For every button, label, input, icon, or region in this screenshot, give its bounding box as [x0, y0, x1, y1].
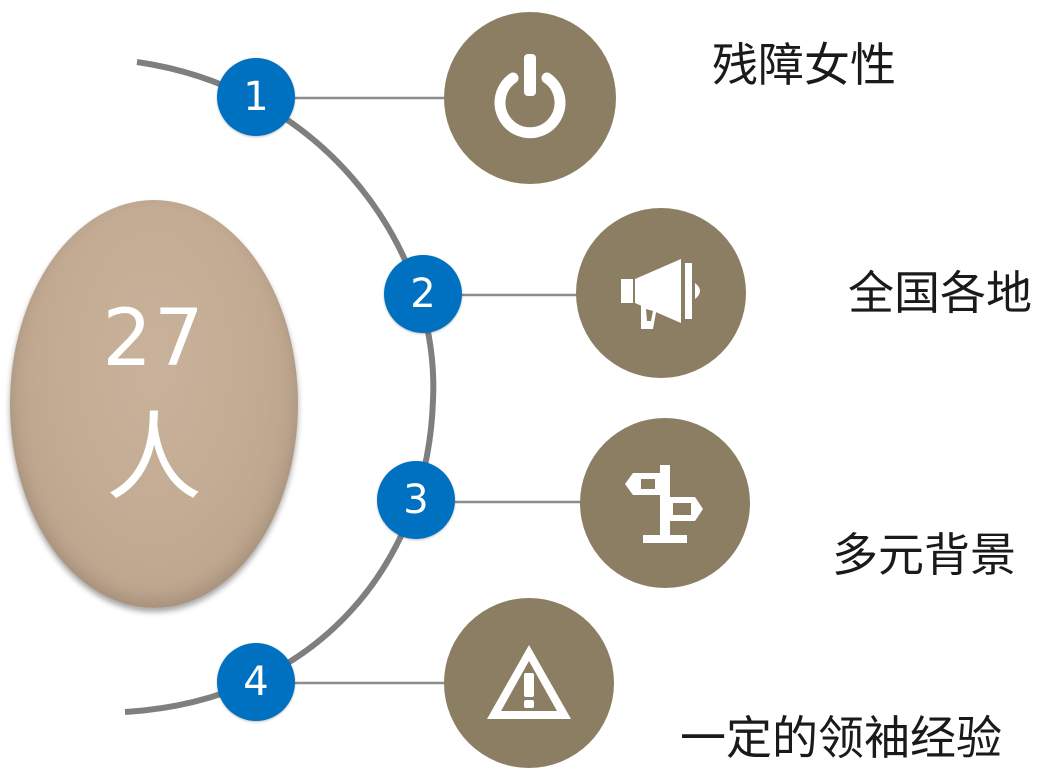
badge-3: 3	[377, 461, 455, 539]
count-number: 27	[102, 294, 206, 384]
signpost-icon	[625, 465, 703, 543]
central-count-ellipse: 27 人	[10, 200, 298, 608]
count-unit: 人	[106, 402, 202, 514]
label-4: 一定的领袖经验	[680, 711, 1002, 765]
warning-icon	[487, 645, 571, 719]
icon-circle-2	[576, 208, 746, 378]
megaphone-icon	[621, 259, 700, 329]
power-icon	[494, 54, 566, 139]
label-3: 多元背景	[832, 528, 1016, 582]
badge-1: 1	[217, 58, 295, 136]
badge-2: 2	[384, 255, 462, 333]
icon-circle-1	[444, 12, 616, 184]
badge-4: 4	[217, 643, 295, 721]
icon-circle-3	[580, 418, 750, 588]
label-2: 全国各地	[848, 266, 1032, 320]
label-1: 残障女性	[712, 38, 896, 92]
icon-circle-4	[444, 598, 614, 768]
